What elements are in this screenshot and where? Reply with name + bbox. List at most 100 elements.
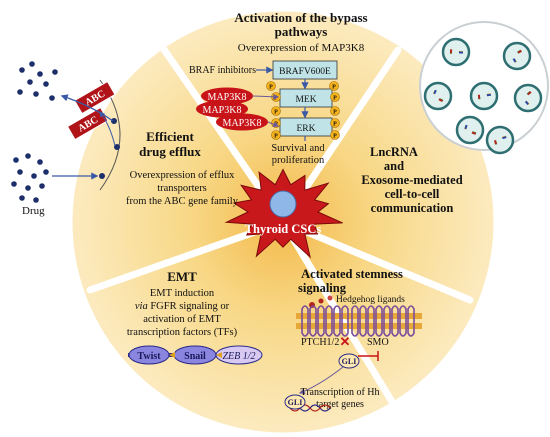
- center-circle: [269, 190, 297, 218]
- drug-dot: [11, 181, 17, 187]
- map3k8-ellipse-1: [201, 87, 253, 105]
- erk-label: ERK: [297, 124, 316, 134]
- receptor-helix: [341, 305, 349, 337]
- phospho-circle: [266, 81, 276, 91]
- drug-dot: [29, 61, 35, 67]
- exosome-cargo: [438, 98, 443, 103]
- drug-dot: [19, 195, 25, 201]
- stemness-segment: Activated stemness signaling Hedgehog li…: [284, 267, 422, 412]
- smo-label: SMO: [367, 337, 389, 348]
- emt-desc-line1: EMT induction: [150, 288, 215, 299]
- exosome-cargo: [527, 91, 532, 96]
- membrane-layer-1: [296, 313, 422, 319]
- exosome-vesicles: [423, 37, 543, 155]
- map3k8-label-3: MAP3K8: [223, 118, 262, 129]
- exosome: [513, 83, 543, 113]
- map3k8-to-erk-arrow: [267, 121, 280, 128]
- drug-dot: [43, 81, 49, 87]
- lncrna-line3: Exosome-mediated: [361, 173, 462, 187]
- mek-label: MEK: [295, 95, 316, 105]
- receptor-helix: [375, 305, 383, 337]
- braf-inhibitors-label: BRAF inhibitors: [189, 65, 256, 76]
- inhibition-x: ✕: [340, 334, 351, 349]
- exosome-cargo: [458, 51, 464, 54]
- lncrna-line5: communication: [371, 201, 454, 215]
- drug-dots-outside: [17, 61, 58, 101]
- receptor-helix: [325, 305, 333, 337]
- efflux-title-line2: drug efflux: [139, 144, 201, 159]
- gli-label-1: GLI: [342, 357, 357, 366]
- exosome: [441, 37, 471, 67]
- transcription-line1: Transcription of Hh: [300, 387, 379, 398]
- ligand: [318, 298, 324, 304]
- exosome-cargo: [486, 93, 492, 97]
- phospho-circle: [271, 130, 281, 140]
- bypass-title-line1: Activation of the bypass: [234, 10, 367, 25]
- emt-arrow-2: [216, 352, 222, 358]
- receptor-helix: [317, 305, 325, 337]
- gli-label-2: GLI: [288, 398, 303, 407]
- zeb-label: ZEB 1/2: [222, 351, 255, 362]
- gli-ellipse-1: [338, 353, 360, 369]
- center-label: Thyroid CSCs: [245, 222, 322, 236]
- emt-via-rest: FGFR signaling or: [150, 301, 229, 312]
- map3k8-ellipse-2: [196, 100, 248, 118]
- receptors: [301, 305, 415, 337]
- twist-label: Twist: [137, 351, 161, 362]
- map3k8-label-2: MAP3K8: [203, 105, 242, 116]
- drug-dots-inside: [11, 153, 49, 203]
- exosome-cargo: [433, 89, 437, 95]
- drug-dot: [17, 89, 23, 95]
- phospho-circle: [329, 81, 339, 91]
- emt-desc-line4: transcription factors (TFs): [127, 327, 238, 338]
- lncrna-line2: and: [384, 159, 404, 173]
- phospho-circle: [330, 92, 340, 102]
- erk-box: [279, 117, 333, 137]
- phospho-label: P: [274, 110, 278, 116]
- phospho-circle: [330, 118, 340, 128]
- phospho-circle: [330, 106, 340, 116]
- efflux-title-line1: Efficient: [146, 129, 194, 144]
- receptor-helix: [407, 305, 415, 337]
- exosome: [485, 125, 515, 155]
- phospho-label: P: [333, 110, 337, 116]
- phospho-label: P: [269, 85, 273, 91]
- lncrna-line4: cell-to-cell: [385, 187, 440, 201]
- receptor-helix: [333, 305, 341, 337]
- drug-dot: [52, 69, 58, 75]
- exosome: [469, 81, 499, 111]
- membrane-layer-2: [296, 323, 422, 329]
- outcome-line1: Survival and: [271, 143, 325, 154]
- emt-arrow-1: [169, 352, 175, 358]
- ptch-label: PTCH1/2: [301, 337, 339, 348]
- map3k8-to-mek-arrow: [252, 93, 280, 100]
- smo-inhibition: [358, 351, 379, 361]
- emt-title: EMT: [167, 269, 197, 284]
- ligand: [327, 295, 333, 301]
- membrane-dot: [111, 118, 117, 124]
- exosome-cargo: [464, 124, 468, 130]
- lncrna-line1: LncRNA: [370, 145, 418, 159]
- exosome-cargo: [512, 58, 517, 63]
- receptor-helix: [301, 305, 309, 337]
- membrane-dot: [99, 173, 105, 179]
- gli-to-nucleus-arrow: [298, 366, 344, 395]
- exosome: [423, 81, 453, 111]
- drug-dot: [33, 197, 39, 203]
- exosome-cargo: [477, 94, 481, 99]
- membrane-dot: [114, 144, 120, 150]
- phospho-circle: [330, 130, 340, 140]
- phospho-label: P: [333, 96, 337, 102]
- receptor-helix: [391, 305, 399, 337]
- efflux-segment: Efficient drug efflux Overexpression of …: [11, 61, 239, 217]
- drug-dot: [17, 169, 23, 175]
- stemness-title-line2: signaling: [298, 281, 347, 295]
- drug-dot: [39, 183, 45, 189]
- exosome-cargo: [449, 49, 453, 54]
- drug-dot: [43, 169, 49, 175]
- exosome-cell: [419, 21, 549, 155]
- abc-box-1: [73, 80, 116, 115]
- drug-dot: [25, 185, 31, 191]
